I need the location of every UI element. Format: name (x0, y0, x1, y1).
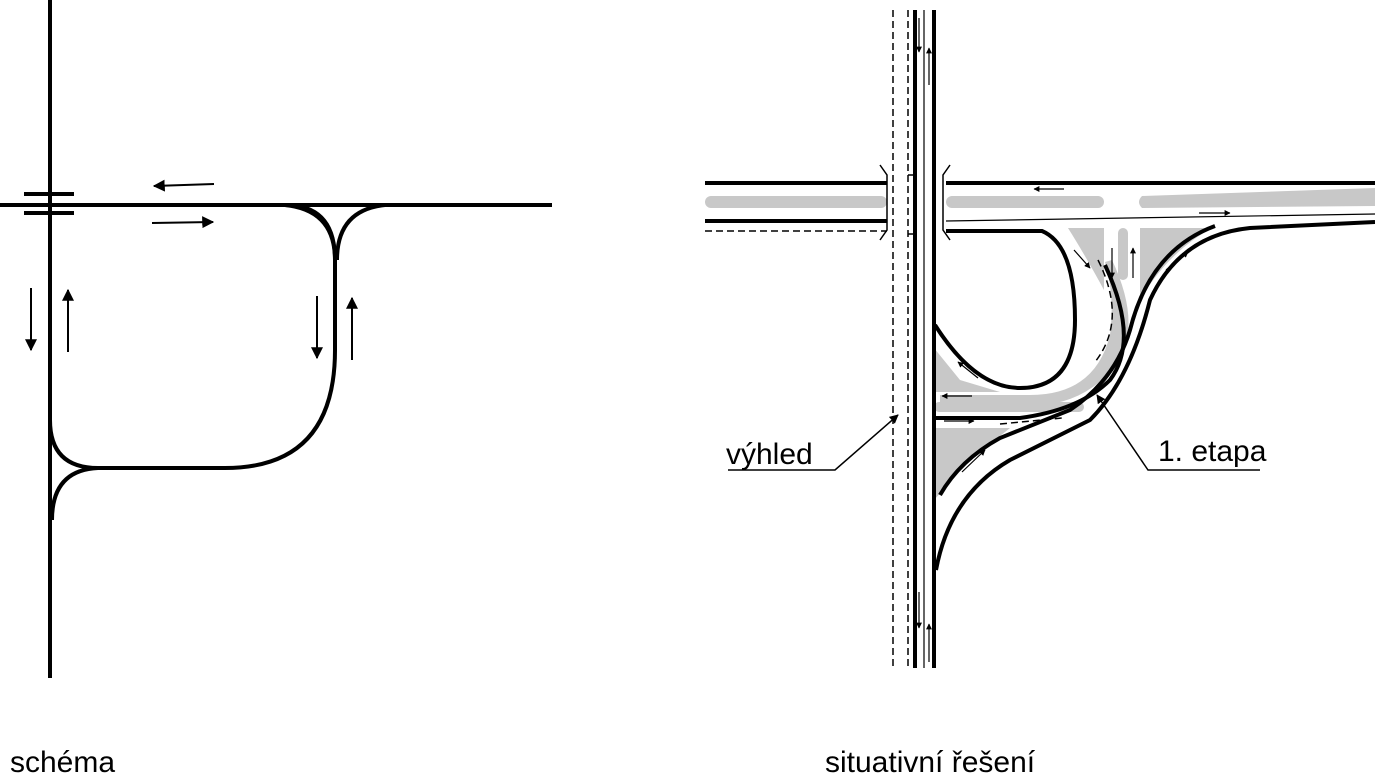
caption-situation: situativní řešení (825, 746, 1036, 779)
situation-diagram: výhled 1. etapa (705, 10, 1375, 668)
ramp-east-outer (934, 220, 1375, 571)
ramp-east-inner (938, 224, 1216, 496)
loop-outer-edge (934, 264, 1126, 420)
schema-flare-left (284, 203, 337, 261)
arrow-loop-nw (957, 361, 979, 379)
schema-arrow-west (152, 179, 215, 192)
bridge-bracket-right-top (942, 164, 951, 241)
island-center (1118, 228, 1128, 280)
label-stage1: 1. etapa (1158, 435, 1267, 468)
leader-future (728, 414, 899, 471)
arrow-ramp-down-1 (1073, 249, 1091, 269)
median-loop (934, 402, 1084, 412)
median-east-right (1139, 188, 1375, 208)
schema-loop-ramp (48, 203, 337, 470)
schema-arrow-east (151, 216, 215, 229)
island-triangle-right (1140, 228, 1212, 300)
schema-flare-bottom (50, 466, 99, 521)
schema-diagram (0, 0, 552, 678)
caption-schema: schéma (10, 746, 115, 779)
leader-stage1 (1096, 394, 1260, 471)
arrow-ramp-ne-lower (961, 449, 986, 473)
future-edge-loop (1094, 259, 1114, 363)
arrow-ramp-diag-ne (1165, 251, 1189, 271)
island-triangle-left (1068, 228, 1104, 290)
island-west-upper (934, 348, 1000, 392)
lane-east (945, 213, 1375, 222)
bridge-bracket-left-top (879, 164, 888, 241)
label-future: výhled (726, 438, 813, 471)
island-west-lower (934, 428, 1010, 500)
median-east-left (946, 196, 1104, 208)
loop-inner-edge (933, 229, 1078, 391)
schema-flare-right (335, 203, 386, 261)
median-west (705, 196, 887, 208)
